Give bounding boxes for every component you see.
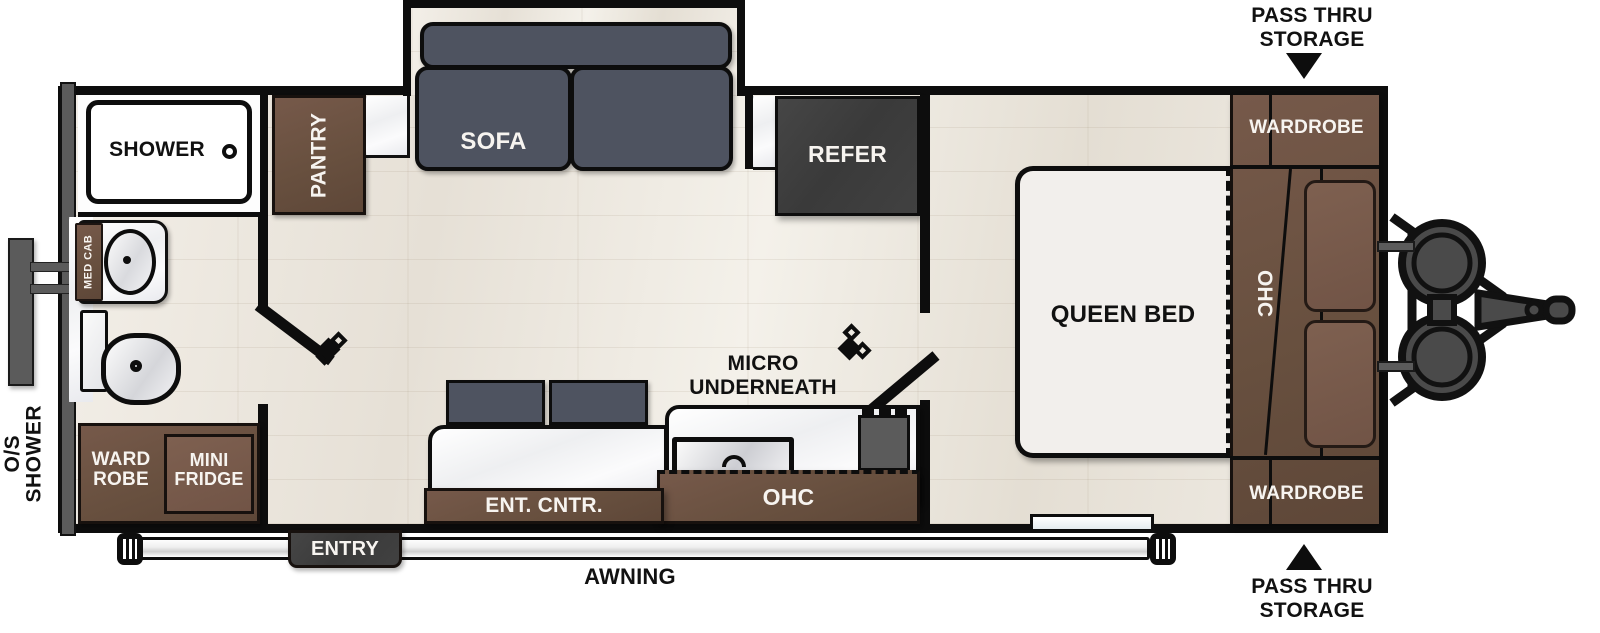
refer-label: REFER bbox=[808, 141, 887, 167]
sofa-seat-cushion-right bbox=[570, 66, 733, 171]
stabilizer-jack-left-slots bbox=[123, 539, 137, 559]
bathroom-partition-wall-lower bbox=[258, 404, 268, 524]
toilet-icon bbox=[130, 360, 142, 372]
micro-underneath-label: MICRO UNDERNEATH bbox=[689, 352, 837, 399]
cooktop-burner-3 bbox=[895, 409, 907, 417]
front-slide-jamb-lower bbox=[1377, 361, 1415, 372]
bathroom-door-hinge bbox=[258, 285, 268, 307]
cooktop bbox=[858, 415, 910, 471]
wardrobe-vertical-divider-bottom bbox=[1269, 460, 1272, 524]
queen-bed bbox=[1015, 166, 1230, 458]
pass-thru-bottom-label: PASS THRU STORAGE bbox=[1251, 575, 1373, 622]
cooktop-burner-1 bbox=[862, 409, 874, 417]
sofa-seat-cushion-left bbox=[415, 66, 572, 171]
awning-rail bbox=[132, 537, 1150, 560]
mini-fridge-label: MINI FRIDGE bbox=[174, 450, 244, 489]
refer-side-counter bbox=[753, 96, 775, 170]
trailer-wall-right bbox=[1379, 86, 1388, 533]
front-bin-lower bbox=[1304, 320, 1376, 448]
refer bbox=[775, 96, 920, 216]
wardrobe-divider-bottom bbox=[1230, 456, 1379, 460]
sofa-label: SOFA bbox=[460, 128, 527, 155]
outside-shower-arm-upper bbox=[30, 262, 74, 272]
galley-countertop-left bbox=[428, 425, 668, 503]
bedroom-wall-lower bbox=[920, 400, 930, 524]
faucet-icon bbox=[722, 455, 746, 467]
shower-drain-icon bbox=[222, 144, 237, 159]
sofa-back-cushion bbox=[420, 22, 732, 69]
bedroom-ohc-divider bbox=[1320, 169, 1323, 456]
entertainment-center bbox=[424, 488, 664, 524]
pass-thru-top-arrow-down-icon bbox=[1286, 53, 1322, 79]
awning-label: AWNING bbox=[584, 564, 676, 589]
entry-door[interactable] bbox=[288, 530, 402, 568]
pass-thru-bottom-arrow-up-icon bbox=[1286, 544, 1322, 570]
bedroom-wall-vertical bbox=[920, 95, 930, 313]
bedroom-ohc-label: OHC bbox=[1253, 270, 1276, 318]
a-frame-hitch-icon bbox=[1389, 213, 1576, 407]
queen-bed-label: QUEEN BED bbox=[1050, 301, 1196, 328]
bathroom-partition-wall bbox=[258, 95, 268, 293]
entertainment-panel-left bbox=[446, 380, 545, 425]
entry-label: ENTRY bbox=[310, 538, 380, 560]
wardrobe-label: WARD ROBE bbox=[91, 449, 151, 490]
wardrobe-divider-top bbox=[1230, 165, 1379, 169]
sink-drain-icon bbox=[123, 256, 131, 264]
ohc-galley bbox=[657, 470, 920, 524]
med-cab bbox=[75, 223, 103, 301]
entertainment-panel-right bbox=[549, 380, 648, 425]
kitchen-wall-upper bbox=[745, 95, 753, 169]
front-bin-upper bbox=[1304, 180, 1376, 312]
bedroom-window bbox=[1030, 514, 1154, 532]
pantry bbox=[272, 95, 366, 215]
front-slide-jamb-upper bbox=[1377, 241, 1415, 252]
outside-shower-arm-lower bbox=[30, 284, 74, 294]
med-cab-label: MED CAB bbox=[82, 234, 95, 290]
wardrobe-top-label: WARDROBE bbox=[1249, 117, 1364, 138]
wardrobe-vertical-divider-top bbox=[1269, 95, 1272, 165]
trailer-wall-bottom bbox=[58, 524, 1388, 533]
pantry-label: PANTRY bbox=[307, 112, 331, 198]
pantry-counter-return bbox=[366, 96, 410, 158]
mini-fridge bbox=[164, 434, 254, 514]
wardrobe-bottom-label: WARDROBE bbox=[1249, 483, 1364, 504]
pass-thru-top-label: PASS THRU STORAGE bbox=[1251, 4, 1373, 51]
shower-label: SHOWER bbox=[109, 138, 205, 161]
ohc-galley-label: OHC bbox=[762, 484, 815, 510]
cooktop-burner-2 bbox=[879, 409, 891, 417]
outside-shower-hatch bbox=[8, 238, 34, 386]
queen-bed-edge-dashed bbox=[1226, 166, 1231, 458]
stabilizer-jack-right-slots bbox=[1156, 539, 1170, 559]
outside-shower-label: O/S SHOWER bbox=[1, 405, 46, 503]
entertainment-center-label: ENT. CNTR. bbox=[485, 494, 603, 517]
